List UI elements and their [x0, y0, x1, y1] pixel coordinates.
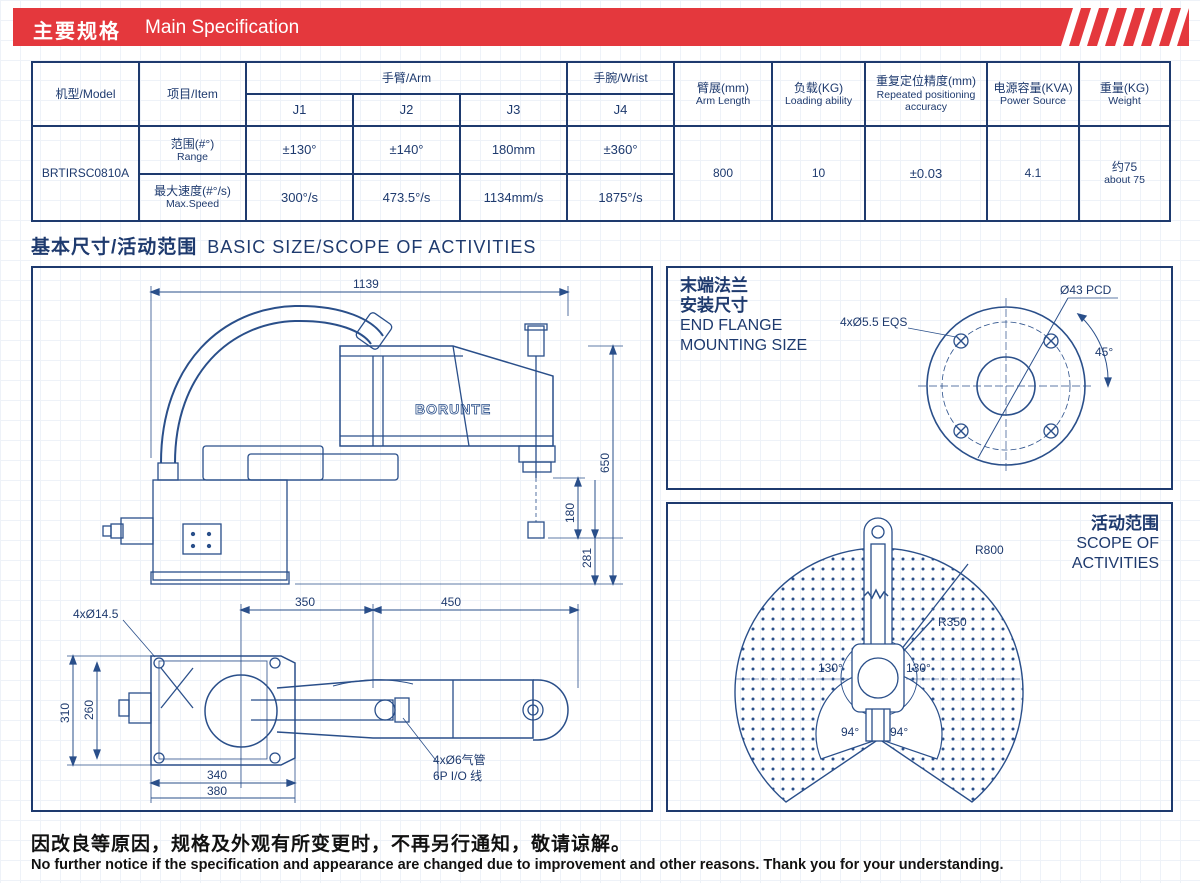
speed-j3: 1134mm/s [458, 173, 569, 222]
dim-450: 450 [441, 595, 461, 609]
range-j2: ±140° [352, 125, 461, 175]
scope-94-right: 94° [890, 725, 908, 739]
dim-380: 380 [207, 784, 227, 798]
range-j4: ±360° [566, 125, 676, 175]
flange-label: 末端法兰 安装尺寸 END FLANGE MOUNTING SIZE [680, 276, 807, 356]
dim-310: 310 [58, 703, 72, 723]
range-j1: ±130° [245, 125, 354, 175]
scope-label-en2: ACTIVITIES [1071, 555, 1159, 572]
speed-j4: 1875°/s [566, 173, 676, 222]
header-stripes [1061, 8, 1189, 46]
range-j3: 180mm [458, 125, 569, 175]
wrist-group-header: 手腕/Wrist [566, 61, 676, 95]
flange-label-cn2: 安装尺寸 [680, 296, 748, 315]
item-header: 项目/Item [138, 61, 247, 127]
brand-logo: BORUNTE [415, 401, 491, 417]
scope-r800: R800 [975, 543, 1004, 557]
dim-340: 340 [207, 768, 227, 782]
flange-angle: 45° [1095, 345, 1113, 359]
holes-note: 4xØ14.5 [73, 607, 119, 621]
repeat-value: ±0.03 [864, 125, 989, 222]
arm-length-value: 800 [673, 125, 774, 222]
joint-j1: J1 [245, 93, 354, 127]
tube-note-1: 4xØ6气管 [433, 752, 486, 767]
header-title-en: Main Specification [145, 17, 300, 38]
flange-label-cn1: 末端法兰 [680, 276, 748, 295]
header-bar: 主要规格 Main Specification [13, 8, 1189, 46]
load-value: 10 [771, 125, 867, 222]
joint-j3: J3 [458, 93, 569, 127]
model-value: BRTIRSC0810A [31, 125, 140, 222]
arm-length-header: 臂展(mm)Arm Length [673, 61, 774, 127]
footer-notice-cn: 因改良等原因，规格及外观有所变更时，不再另行通知，敬请谅解。 [31, 834, 632, 855]
section-title-cn: 基本尺寸/活动范围 [31, 237, 198, 258]
flange-label-en1: END FLANGE [680, 317, 783, 334]
load-header: 负载(KG)Loading ability [771, 61, 867, 127]
dim-width: 1139 [353, 277, 379, 291]
repeat-header: 重复定位精度(mm)Repeated positioning accuracy [864, 61, 989, 127]
footer-notice-en: No further notice if the specification a… [31, 857, 1004, 873]
scope-drawing: R800 R350 130° 130° 94° 94° [734, 517, 1024, 803]
dim-260: 260 [82, 700, 96, 720]
dim-350: 350 [295, 595, 315, 609]
scope-label-en1: SCOPE OF [1076, 535, 1159, 552]
tube-note-2: 6P I/O 线 [433, 769, 482, 783]
scope-label: 活动范围 SCOPE OF ACTIVITIES [1072, 514, 1159, 574]
flange-pcd: Ø43 PCD [1060, 283, 1112, 297]
speed-j1: 300°/s [245, 173, 354, 222]
scope-r350: R350 [938, 615, 967, 629]
robot-drawing: 1139 BORUNTE 650 180 281 350 450 4xØ14.5… [58, 277, 623, 803]
power-value: 4.1 [986, 125, 1081, 222]
scope-label-cn: 活动范围 [1091, 514, 1159, 533]
side-view-labels: 1139 BORUNTE 650 180 281 350 450 4xØ14.5… [58, 277, 612, 798]
flange-drawing: Ø43 PCD 4xØ5.5 EQS 45° [840, 283, 1118, 474]
model-header: 机型/Model [31, 61, 140, 127]
spec-table: 机型/Model 项目/Item 手臂/Arm 手腕/Wrist 臂展(mm)A… [31, 61, 1172, 222]
speed-j2: 473.5°/s [352, 173, 461, 222]
basic-size-panel: 1139 BORUNTE 650 180 281 350 450 4xØ14.5… [31, 266, 653, 812]
speed-label: 最大速度(#°/s)Max.Speed [138, 173, 247, 222]
section-title: 基本尺寸/活动范围 BASIC SIZE/SCOPE OF ACTIVITIES [31, 232, 536, 259]
dim-180: 180 [563, 503, 577, 523]
scope-angle-left: 130° [818, 661, 843, 675]
scope-panel: R800 R350 130° 130° 94° 94° 活动范围 SCOPE O… [666, 502, 1173, 812]
scope-94-left: 94° [841, 725, 859, 739]
header-title-cn: 主要规格 [33, 21, 121, 43]
flange-panel: 末端法兰 安装尺寸 END FLANGE MOUNTING SIZE Ø43 P… [666, 266, 1173, 490]
flange-label-en2: MOUNTING SIZE [680, 337, 808, 354]
joint-j4: J4 [566, 93, 676, 127]
arm-group-header: 手臂/Arm [244, 61, 569, 95]
joint-j2: J2 [352, 93, 461, 127]
dim-height: 650 [598, 453, 612, 473]
range-label: 范围(#°)Range [138, 125, 247, 175]
flange-eqs: 4xØ5.5 EQS [840, 315, 907, 329]
power-header: 电源容量(KVA)Power Source [986, 61, 1081, 127]
section-title-en: BASIC SIZE/SCOPE OF ACTIVITIES [207, 237, 537, 257]
scope-angle-right: 130° [906, 661, 931, 675]
weight-header: 重量(KG)Weight [1078, 61, 1172, 127]
dim-281: 281 [580, 548, 594, 568]
